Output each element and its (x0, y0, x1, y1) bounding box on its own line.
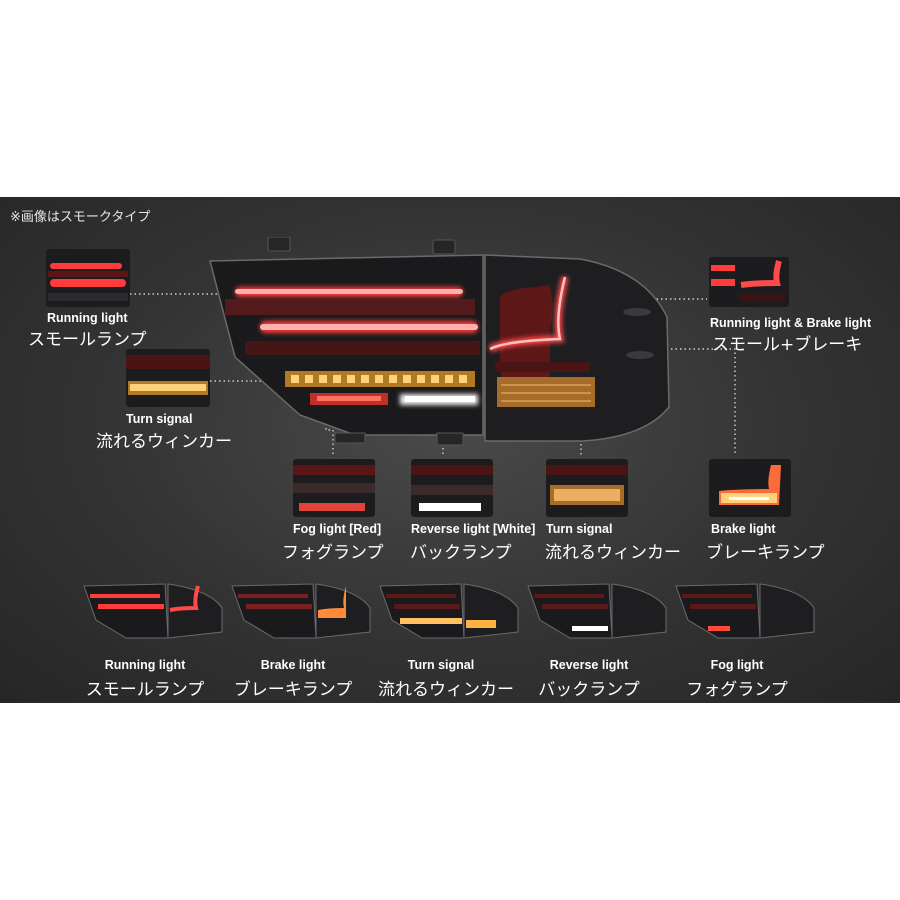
thumb-running-light (46, 249, 130, 307)
running-brake-jp: スモール+ブレーキ (712, 335, 863, 355)
mode-fog-label: Fog light (710, 658, 764, 672)
thumb-brake-light (709, 459, 791, 517)
main-tail-light (209, 237, 670, 446)
turn-signal-label: Turn signal (126, 412, 193, 426)
mode-turn-signal (376, 582, 521, 642)
mode-reverse-label: Reverse light (549, 658, 629, 672)
thumb-fog-light (293, 459, 375, 517)
mode-reverse-jp: バックランプ (538, 680, 640, 700)
thumb-turn-signal (126, 349, 210, 407)
product-panel: ※画像はスモークタイプ (0, 197, 900, 703)
thumb-turn-signal-outer (546, 459, 628, 517)
brake-light-label: Brake light (711, 522, 776, 536)
mode-fog-light-image (675, 583, 815, 639)
mode-running-label: Running light (104, 658, 186, 672)
reverse-light-label: Reverse light [White] (411, 522, 536, 536)
mode-running-jp: スモールランプ (85, 680, 205, 700)
mode-reverse-light-image (527, 583, 667, 639)
mode-fog-light (672, 582, 817, 642)
thumb-reverse-light (411, 459, 493, 517)
reverse-light-jp: バックランプ (410, 543, 512, 563)
mode-turn-label: Turn signal (407, 658, 475, 672)
mode-brake-light-image (231, 583, 371, 639)
brake-light-jp: ブレーキランプ (706, 543, 825, 563)
mode-brake-label: Brake light (260, 658, 326, 672)
turn-signal-jp: 流れるウィンカー (96, 432, 232, 452)
mode-brake-light (228, 582, 373, 642)
running-light-jp: スモールランプ (28, 330, 147, 350)
running-brake-label: Running light & Brake light (710, 316, 872, 330)
mode-fog-jp: フォグランプ (686, 680, 788, 700)
mode-turn-jp: 流れるウィンカー (378, 680, 514, 700)
mode-turn-signal-image (379, 583, 519, 639)
mode-running-light (80, 582, 225, 642)
mode-brake-jp: ブレーキランプ (233, 680, 353, 700)
turn-signal-outer-jp: 流れるウィンカー (545, 543, 681, 563)
fog-light-label: Fog light [Red] (293, 522, 382, 536)
smoke-type-note: ※画像はスモークタイプ (10, 210, 151, 225)
running-light-label: Running light (47, 311, 128, 325)
fog-light-jp: フォグランプ (282, 543, 384, 563)
turn-signal-outer-label: Turn signal (546, 522, 613, 536)
mode-running-light-image (83, 583, 223, 639)
mode-reverse-light (524, 582, 669, 642)
thumb-running-brake (709, 257, 789, 307)
